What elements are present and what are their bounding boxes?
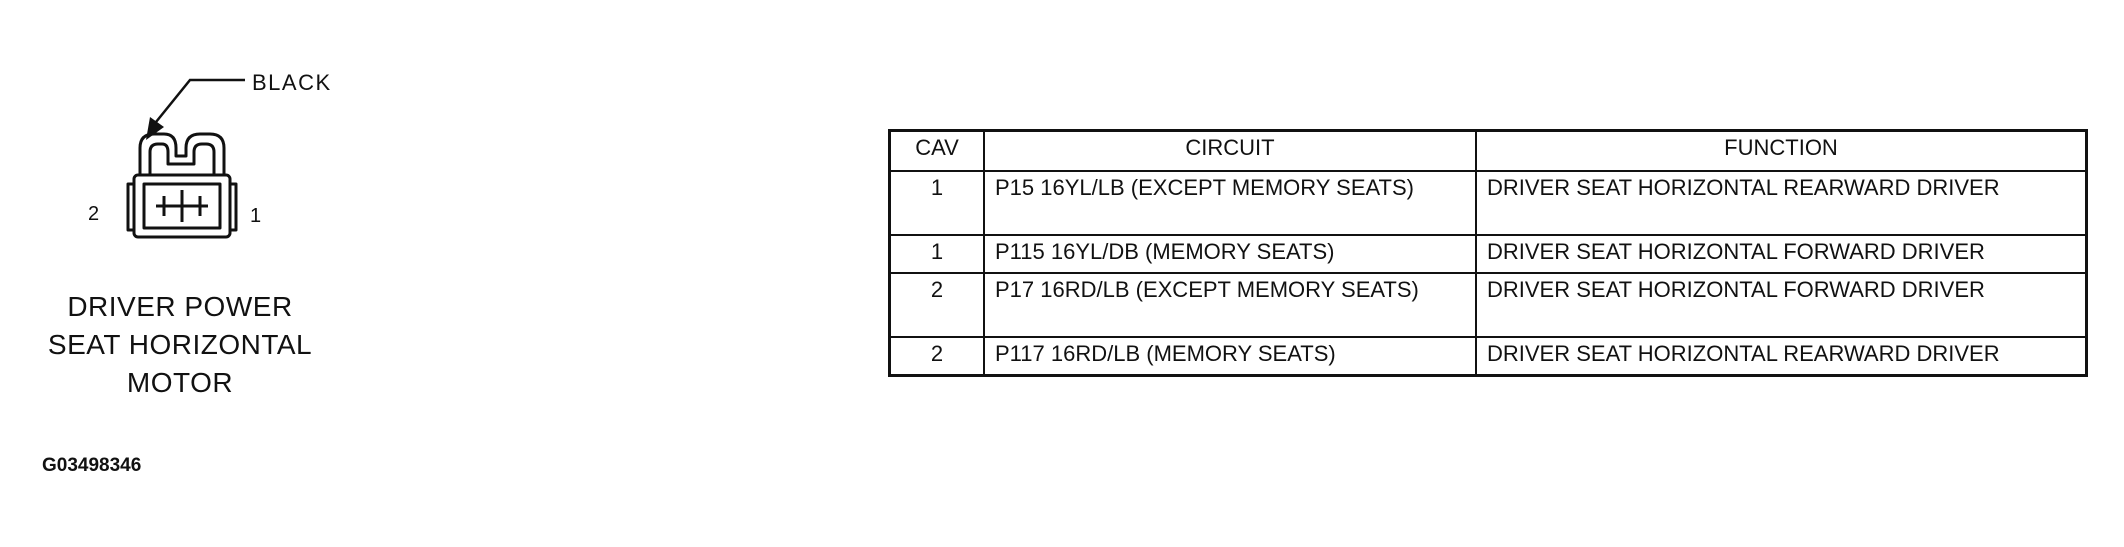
table-header-row: CAV CIRCUIT FUNCTION: [888, 129, 2088, 172]
table-row: 2 P117 16RD/LB (MEMORY SEATS) DRIVER SEA…: [888, 336, 2088, 377]
callout-leader: [146, 78, 245, 140]
pin-label-2: 2: [88, 203, 99, 225]
function-cell: DRIVER SEAT HORIZONTAL FORWARD DRIVER: [1475, 234, 2088, 274]
figure-id: G03498346: [42, 455, 142, 476]
connector-title: DRIVER POWER SEAT HORIZONTAL MOTOR: [20, 288, 340, 402]
function-cell: DRIVER SEAT HORIZONTAL REARWARD DRIVER: [1475, 170, 2088, 236]
circuit-cell: P117 16RD/LB (MEMORY SEATS): [983, 336, 1477, 377]
table-row: 2 P17 16RD/LB (EXCEPT MEMORY SEATS) DRIV…: [888, 272, 2088, 338]
circuit-cell: P17 16RD/LB (EXCEPT MEMORY SEATS): [983, 272, 1477, 338]
column-header-circuit: CIRCUIT: [983, 129, 1477, 172]
circuit-cell: P15 16YL/LB (EXCEPT MEMORY SEATS): [983, 170, 1477, 236]
circuit-cell: P115 16YL/DB (MEMORY SEATS): [983, 234, 1477, 274]
column-header-cav: CAV: [888, 129, 985, 172]
function-cell: DRIVER SEAT HORIZONTAL FORWARD DRIVER: [1475, 272, 2088, 338]
connector-title-line: DRIVER POWER: [67, 291, 293, 322]
table-row: 1 P15 16YL/LB (EXCEPT MEMORY SEATS) DRIV…: [888, 170, 2088, 236]
connector-diagram: BLACK 2 1: [60, 60, 360, 270]
table-row: 1 P115 16YL/DB (MEMORY SEATS) DRIVER SEA…: [888, 234, 2088, 274]
connector-title-line: SEAT HORIZONTAL: [47, 329, 313, 360]
connector-title-line: MOTOR: [126, 367, 234, 398]
pin-label-1: 1: [250, 205, 261, 227]
cav-cell: 2: [888, 272, 985, 338]
connector-drawing: BLACK 2 1: [88, 70, 332, 239]
color-callout-label: BLACK: [252, 70, 332, 95]
function-cell: DRIVER SEAT HORIZONTAL REARWARD DRIVER: [1475, 336, 2088, 377]
cav-cell: 2: [888, 336, 985, 377]
cav-cell: 1: [888, 234, 985, 274]
column-header-function: FUNCTION: [1475, 129, 2088, 172]
connector-body-shape: [126, 132, 238, 239]
connector-pinout-table: CAV CIRCUIT FUNCTION 1 P15 16YL/LB (EXCE…: [888, 129, 2088, 377]
cav-cell: 1: [888, 170, 985, 236]
